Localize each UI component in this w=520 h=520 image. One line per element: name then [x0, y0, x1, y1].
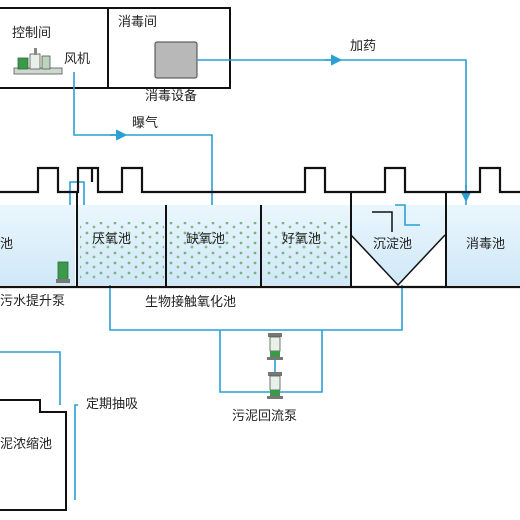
- disinfection-room-label: 消毒间: [118, 15, 157, 30]
- partitions: [76, 192, 447, 287]
- building: [0, 7, 231, 89]
- sedimentation-outlet-pipe: [395, 204, 420, 226]
- dosing-label: 加药: [350, 39, 376, 54]
- return-pump-lower-icon: [267, 372, 283, 399]
- periodic-suction-label: 定期抽吸: [86, 397, 138, 412]
- disinfection-equipment-label: 消毒设备: [145, 88, 197, 104]
- dosing-pipe: [197, 59, 467, 205]
- lift-pump-label: 污水提升泵: [0, 293, 65, 309]
- aeration-pipe: [73, 72, 213, 205]
- bio-media: [80, 222, 348, 280]
- aeration-label: 曝气: [132, 115, 158, 131]
- control-room-label: 控制间: [12, 26, 51, 41]
- sludge-return-pump-label: 污泥回流泵: [232, 409, 297, 424]
- sludge-thickener-outline: [0, 399, 67, 511]
- pipes: [0, 59, 467, 500]
- aerobic-tank-label: 好氧池: [282, 232, 321, 247]
- sludge-return-pipe: [109, 285, 403, 331]
- thickener-feed-pipe: [0, 351, 61, 405]
- biocontact-label: 生物接触氧化池: [145, 294, 236, 310]
- building-outline: [0, 7, 231, 89]
- periodic-suction-pipe: [74, 404, 78, 500]
- sludge-thickener-label: 泥浓缩池: [0, 436, 52, 452]
- anoxic-tank-label: 缺氧池: [186, 232, 225, 247]
- disinfection-tank-label: 消毒池: [466, 237, 505, 252]
- lift-pump-icon: [56, 261, 70, 283]
- fan-unit-icon: [13, 48, 63, 75]
- left-tank-label: 池: [0, 237, 13, 252]
- fan-label: 风机: [64, 52, 90, 67]
- return-pump-upper-icon: [267, 333, 283, 360]
- disinfection-equipment-icon: [154, 41, 198, 79]
- anaerobic-tank-label: 厌氧池: [92, 232, 131, 247]
- sedimentation-tank-label: 沉淀池: [373, 237, 412, 252]
